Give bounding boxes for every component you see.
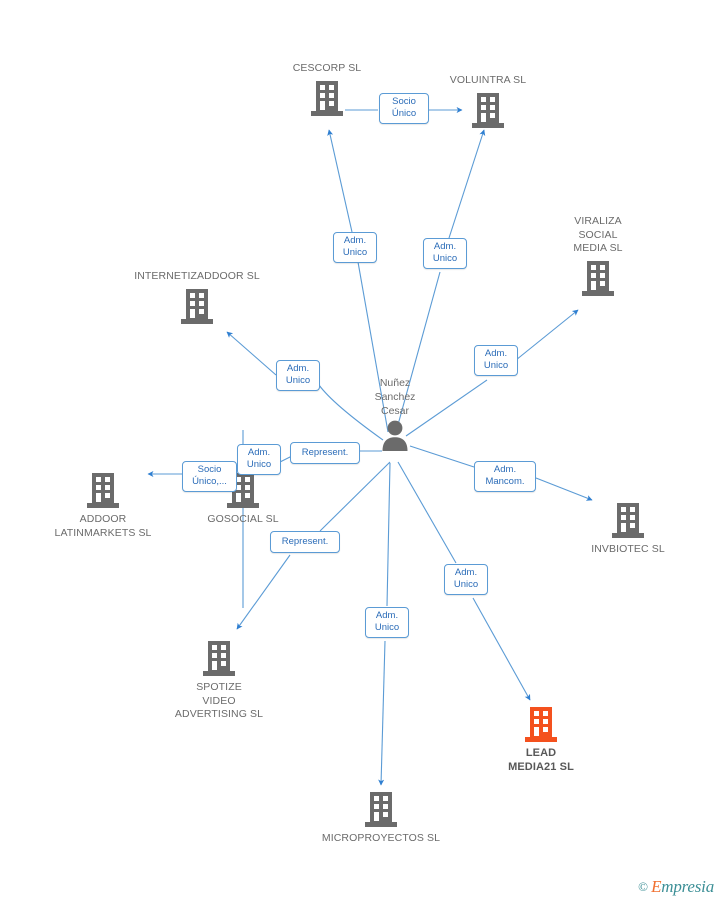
edge-person-to-leadmedia-tag	[397, 461, 457, 564]
node-label: INTERNETIZADDOOR SL	[134, 270, 260, 282]
edge-internetiz-tag-to-node	[226, 331, 277, 376]
relation-tag-represent-gosocial[interactable]: Represent.	[290, 442, 360, 464]
node-voluintra[interactable]: VOLUINTRA SL	[408, 74, 568, 132]
edge-person-to-microproy-tag	[386, 462, 391, 607]
node-addoor-latinmarkets[interactable]: ADDOOR LATINMARKETS SL	[23, 470, 183, 540]
relation-tag-adm-unico-internetizaddoor[interactable]: Adm. Unico	[276, 360, 320, 391]
edge-mancom-tag-to-invbiotec	[535, 477, 593, 501]
node-label: VIRALIZA SOCIAL MEDIA SL	[573, 215, 623, 254]
empresia-watermark: © Empresia	[638, 877, 714, 897]
node-label: LEAD MEDIA21 SL	[508, 747, 574, 773]
relation-tag-socio-unico-gosocial-addoor[interactable]: Socio Único,...	[182, 461, 237, 492]
building-icon	[247, 78, 407, 120]
brand-initial: E	[651, 877, 662, 896]
brand-rest: mpresia	[661, 877, 714, 896]
node-internetizaddoor[interactable]: INTERNETIZADDOOR SL	[117, 270, 277, 328]
building-icon	[117, 286, 277, 328]
copyright-icon: ©	[638, 879, 649, 894]
building-icon	[518, 258, 678, 300]
node-viraliza[interactable]: VIRALIZA SOCIAL MEDIA SL	[518, 215, 678, 300]
node-label: INVBIOTEC SL	[591, 543, 665, 555]
node-label: ADDOOR LATINMARKETS SL	[54, 513, 152, 539]
relation-tag-adm-unico-viraliza[interactable]: Adm. Unico	[474, 345, 518, 376]
building-icon	[23, 470, 183, 512]
building-icon	[461, 704, 621, 746]
person-name-label: Nuñez Sanchez Cesar	[374, 377, 416, 417]
node-person-center[interactable]: Nuñez Sanchez Cesar	[325, 376, 465, 457]
building-icon	[408, 90, 568, 132]
edge-microproy-tag-to-node	[378, 640, 386, 786]
edge-viraliza-tag-to-node	[515, 309, 579, 361]
edge-voluintra-tag-to-node	[448, 129, 486, 239]
relation-tag-represent-spotize[interactable]: Represent.	[270, 531, 340, 553]
edge-represent-bottom-to-spotize	[236, 554, 291, 630]
edge-person-to-represent-bottom	[319, 461, 391, 532]
relation-tag-adm-unico-microproyectos[interactable]: Adm. Unico	[365, 607, 409, 638]
node-label: SPOTIZE VIDEO ADVERTISING SL	[174, 681, 264, 720]
relation-tag-adm-mancom-invbiotec[interactable]: Adm. Mancom.	[474, 461, 536, 492]
relation-tag-adm-unico-cescorp[interactable]: Adm. Unico	[333, 232, 377, 263]
node-microproyectos[interactable]: MICROPROYECTOS SL	[301, 789, 461, 846]
node-gosocial[interactable]: GOSOCIAL SL	[163, 470, 323, 527]
edge-cescorp-tag-to-node	[327, 129, 353, 233]
person-icon	[380, 420, 410, 456]
building-icon	[301, 789, 461, 831]
building-icon	[548, 500, 708, 542]
building-icon	[139, 638, 299, 680]
node-invbiotec[interactable]: INVBIOTEC SL	[548, 500, 708, 557]
edge-leadmedia-tag-to-node	[472, 597, 531, 701]
node-spotize[interactable]: SPOTIZE VIDEO ADVERTISING SL	[139, 638, 299, 722]
node-cescorp[interactable]: CESCORP SL	[247, 62, 407, 120]
node-label: VOLUINTRA SL	[449, 74, 527, 86]
brand-logo: Empresia	[651, 877, 714, 897]
node-label: GOSOCIAL SL	[207, 513, 279, 525]
building-icon	[163, 470, 323, 512]
relation-tag-adm-unico-voluintra[interactable]: Adm. Unico	[423, 238, 467, 269]
relation-tag-socio-unico-cescorp-voluintra[interactable]: Socio Único	[379, 93, 429, 124]
node-lead-media21[interactable]: LEAD MEDIA21 SL	[461, 704, 621, 774]
relation-tag-adm-unico-gosocial[interactable]: Adm. Unico	[237, 444, 281, 475]
node-label: MICROPROYECTOS SL	[321, 832, 441, 844]
node-label: CESCORP SL	[292, 62, 362, 74]
relation-tag-adm-unico-lead-media21[interactable]: Adm. Unico	[444, 564, 488, 595]
